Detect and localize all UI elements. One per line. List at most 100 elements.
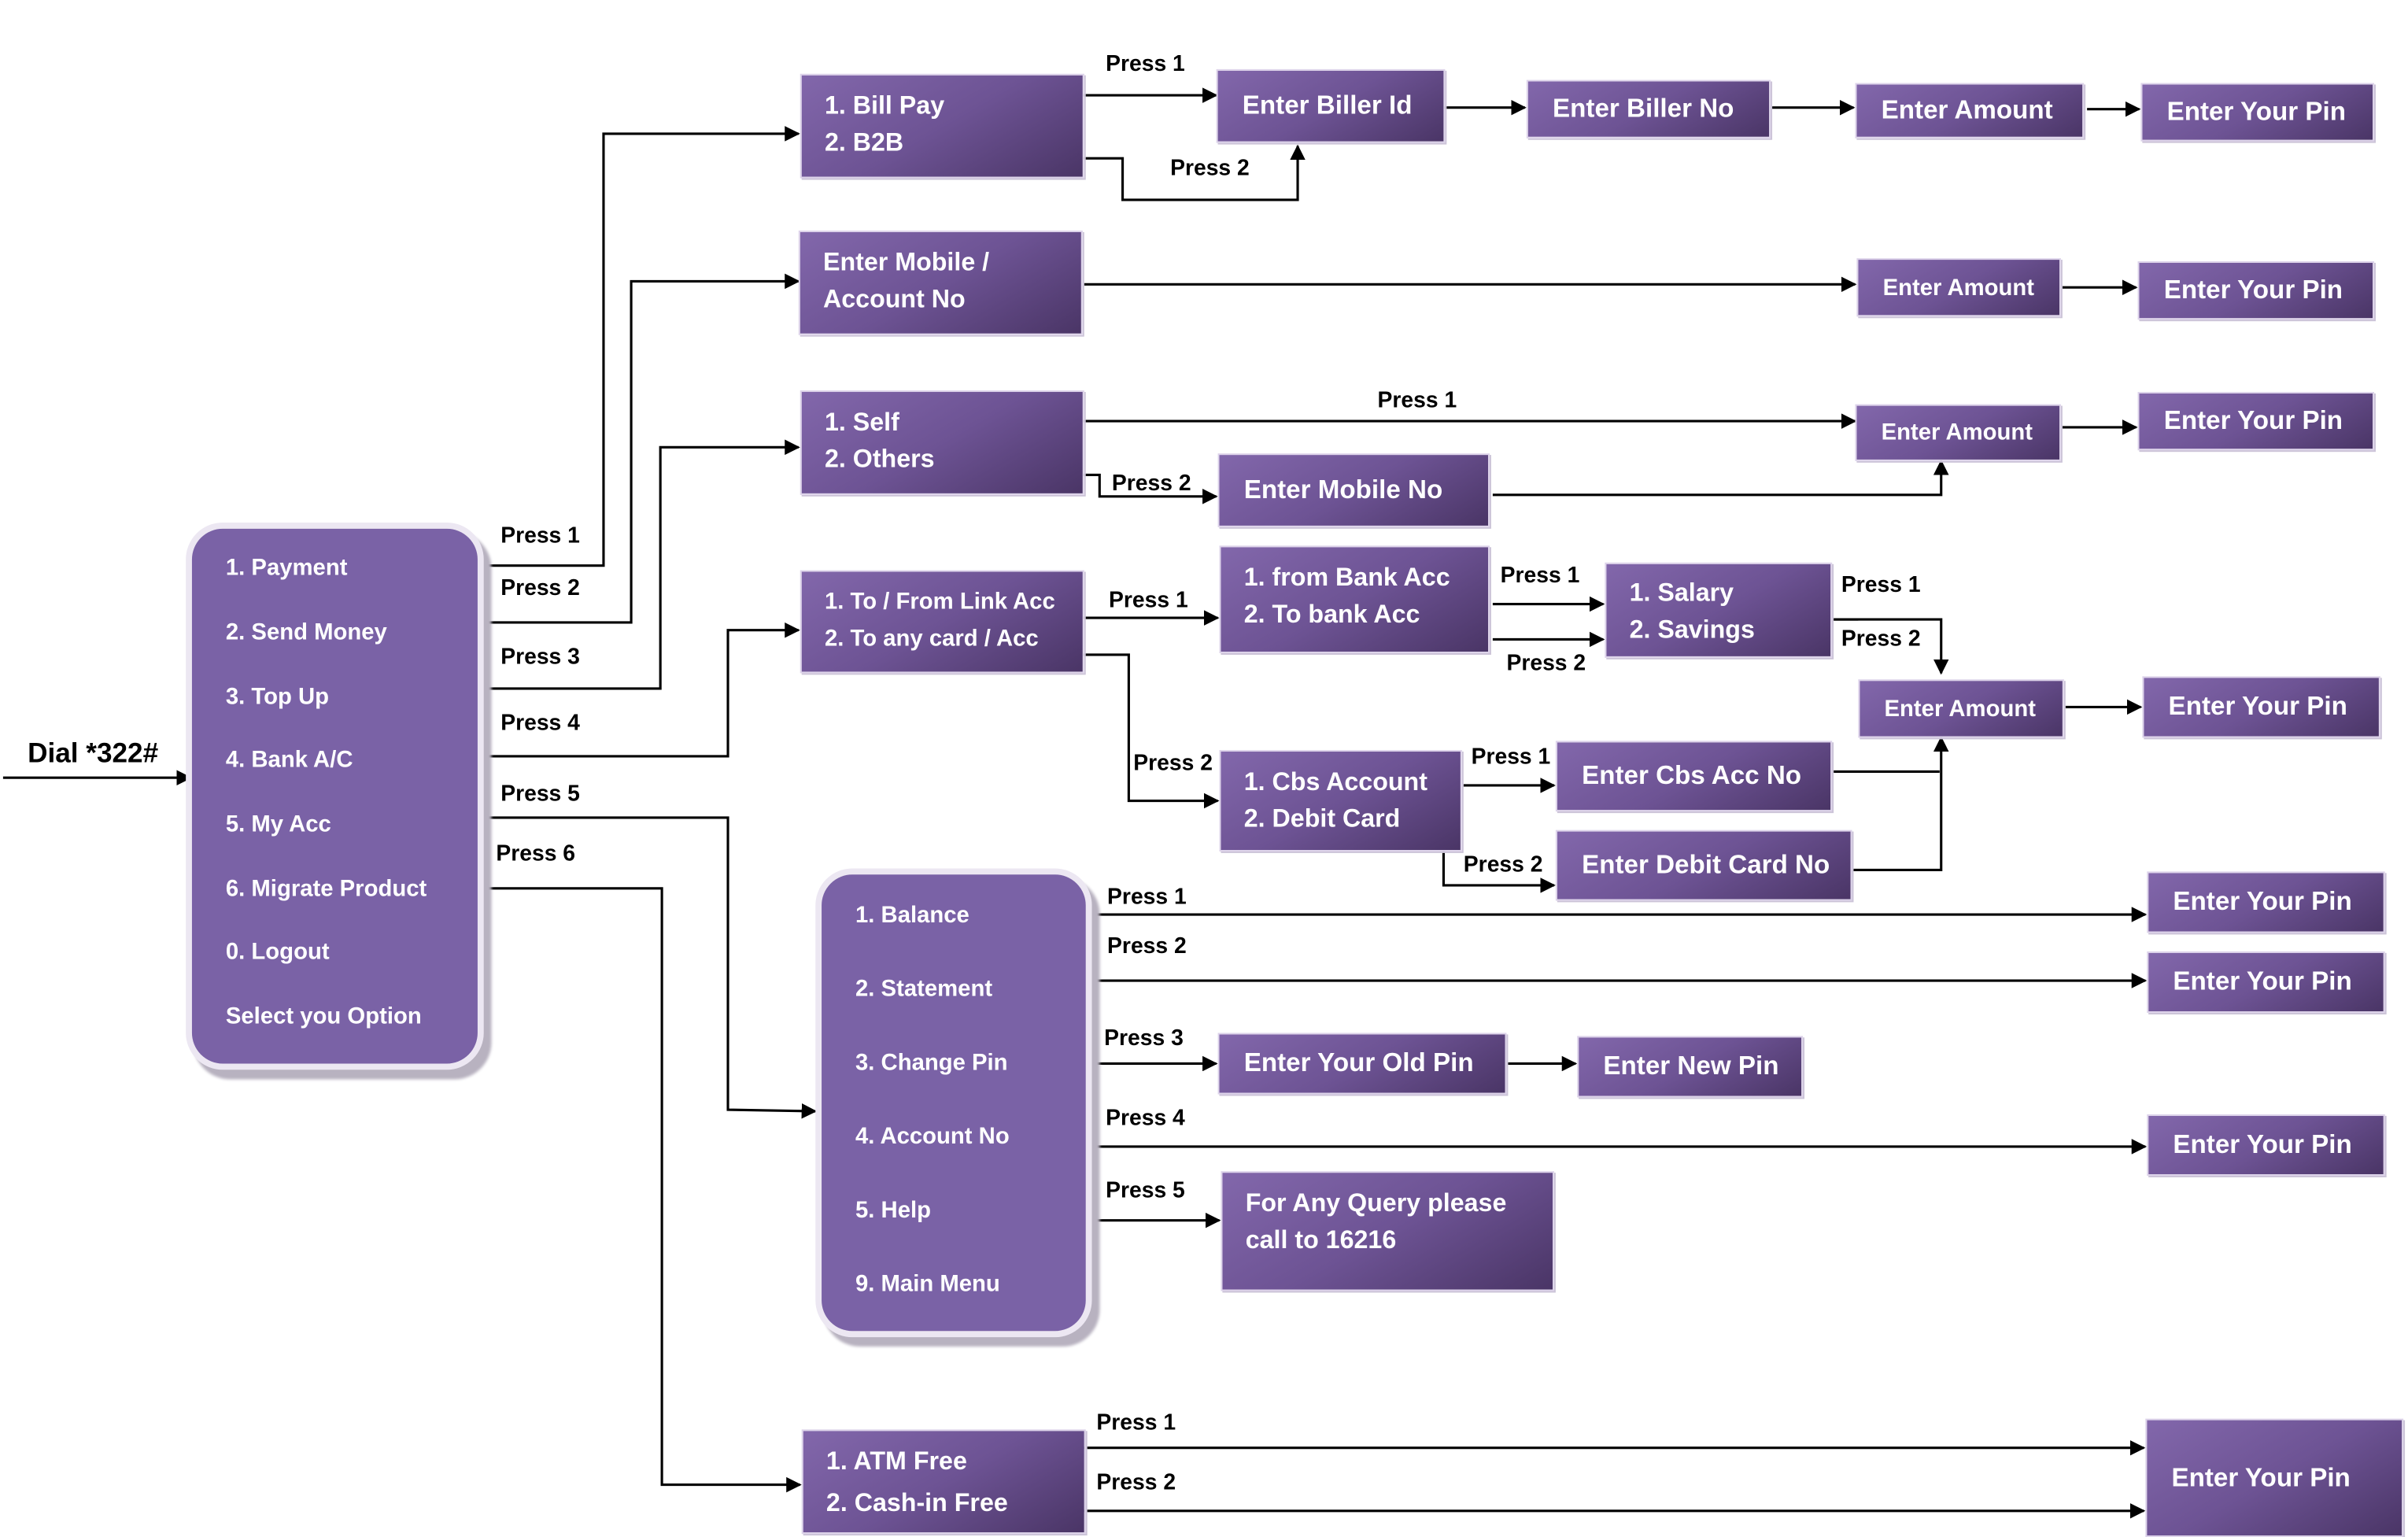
option-atm-free: 1. ATM Free (825, 1447, 967, 1476)
press-label-savings: Press 2 (1841, 626, 1921, 652)
menu-item-my-acc[interactable]: 5. My Acc (225, 811, 331, 838)
option-bill-pay: 1. Bill Pay (824, 92, 945, 120)
menu-item-logout[interactable]: 0. Logout (225, 939, 330, 966)
option-savings: 2. Savings (1629, 615, 1755, 644)
arrow-salary-press1 (1834, 618, 1949, 675)
arrow-press1-payment (475, 126, 800, 567)
link-options-box: 1. from Bank Acc 2. To bank Acc (1219, 545, 1490, 654)
dial-code-label: Dial *322# (28, 737, 159, 769)
option-link-acc: 1. To / From Link Acc (824, 588, 1055, 615)
press-label-change-pin: Press 3 (1104, 1026, 1184, 1051)
menu-item-main-menu[interactable]: 9. Main Menu (855, 1271, 1000, 1298)
press-label-b2b: Press 2 (1170, 157, 1250, 182)
pin-box-balance: Enter Your Pin (2147, 871, 2385, 933)
option-cash-in-free: 2. Cash-in Free (825, 1489, 1008, 1517)
biller-id-box: Enter Biller Id (1216, 68, 1446, 143)
press-label-top-up: Press 3 (500, 645, 580, 671)
pin-box-payment: Enter Your Pin (2140, 83, 2375, 142)
pin-box-bank: Enter Your Pin (2142, 676, 2380, 738)
option-b2b: 2. B2B (824, 128, 904, 157)
amount-box-payment: Enter Amount (1855, 83, 2085, 139)
pin-box-migrate: Enter Your Pin (2145, 1418, 2404, 1537)
arrow-others-press2 (1084, 473, 1218, 504)
press-label-link-acc: Press 1 (1109, 588, 1188, 614)
menu-item-migrate-product[interactable]: 6. Migrate Product (225, 876, 427, 903)
menu-item-account-no[interactable]: 4. Account No (855, 1123, 1010, 1150)
mobile-no-box: Enter Mobile No (1217, 453, 1490, 527)
payment-options-box: 1. Bill Pay 2. B2B (800, 73, 1084, 179)
press-label-account-no: Press 4 (1106, 1107, 1185, 1132)
bank-options-box: 1. To / From Link Acc 2. To any card / A… (800, 570, 1084, 674)
mobile-account-line-2: Account No (823, 285, 966, 313)
press-label-payment: Press 1 (500, 523, 580, 549)
arrow-press6-migrate (475, 887, 802, 1493)
option-others: 2. Others (824, 445, 935, 473)
press-label-statement: Press 2 (1107, 934, 1187, 959)
option-cbs-account: 1. Cbs Account (1243, 768, 1427, 796)
cbs-acc-box: Enter Cbs Acc No (1555, 741, 1833, 812)
amount-box-send: Enter Amount (1856, 258, 2061, 317)
my-acc-menu: 1. Balance 2. Statement 3. Change Pin 4.… (815, 868, 1092, 1338)
new-pin-box: Enter New Pin (1577, 1036, 1804, 1098)
help-text-line-2: call to 16216 (1245, 1225, 1397, 1254)
account-type-box: 1. Salary 2. Savings (1605, 562, 1833, 658)
arrow-press2-send-money (475, 273, 800, 624)
mobile-account-box: Enter Mobile / Account No (798, 230, 1083, 335)
option-self: 1. Self (824, 408, 899, 437)
old-pin-box: Enter Your Old Pin (1217, 1033, 1507, 1095)
menu-item-statement[interactable]: 2. Statement (855, 976, 993, 1003)
card-options-box: 1. Cbs Account 2. Debit Card (1219, 750, 1462, 852)
migrate-options-box: 1. ATM Free 2. Cash-in Free (801, 1429, 1086, 1535)
menu-prompt: Select you Option (225, 1003, 422, 1030)
topup-options-box: 1. Self 2. Others (800, 390, 1084, 495)
help-text-box: For Any Query please call to 16216 (1221, 1171, 1554, 1291)
press-label-cash-in-free: Press 2 (1096, 1471, 1176, 1496)
help-text-line-1: For Any Query please (1245, 1189, 1507, 1217)
press-label-my-acc: Press 5 (500, 782, 580, 807)
arrow-press4-bank (475, 622, 800, 758)
press-label-others: Press 2 (1111, 471, 1191, 497)
pin-box-topup: Enter Your Pin (2137, 392, 2375, 451)
menu-item-top-up[interactable]: 3. Top Up (225, 684, 330, 711)
option-to-bank: 2. To bank Acc (1243, 600, 1420, 628)
pin-box-send: Enter Your Pin (2137, 261, 2375, 320)
pin-box-account-no: Enter Your Pin (2147, 1114, 2385, 1177)
option-any-card: 2. To any card / Acc (824, 624, 1039, 652)
main-menu: 1. Payment 2. Send Money 3. Top Up 4. Ba… (186, 523, 484, 1070)
biller-no-box: Enter Biller No (1526, 79, 1771, 139)
amount-box-bank: Enter Amount (1858, 679, 2064, 738)
arrow-debit-card-to-amount (1852, 736, 1949, 871)
press-label-salary: Press 1 (1841, 573, 1921, 598)
arrow-debit-press2 (1442, 850, 1556, 893)
mobile-account-line-1: Enter Mobile / (823, 249, 990, 277)
press-label-atm-free: Press 1 (1096, 1410, 1176, 1436)
press-label-balance: Press 1 (1107, 885, 1187, 911)
menu-item-send-money[interactable]: 2. Send Money (225, 619, 387, 646)
press-label-debit: Press 2 (1463, 852, 1543, 878)
option-salary: 1. Salary (1629, 579, 1734, 608)
debit-card-box: Enter Debit Card No (1555, 829, 1852, 901)
press-label-send-money: Press 2 (500, 576, 580, 601)
arrow-b2b-press2 (1084, 144, 1306, 201)
menu-item-change-pin[interactable]: 3. Change Pin (855, 1049, 1008, 1077)
press-label-help: Press 5 (1106, 1178, 1185, 1204)
press-label-bill-pay: Press 1 (1106, 52, 1185, 77)
press-label-any-card: Press 2 (1133, 752, 1213, 777)
arrow-mobile-no-to-amount (1492, 459, 1949, 497)
arrow-press5-my-acc (475, 816, 818, 1119)
pin-box-statement: Enter Your Pin (2147, 951, 2385, 1014)
press-label-bank: Press 4 (500, 711, 580, 737)
press-label-cbs: Press 1 (1471, 745, 1551, 770)
press-label-from-bank: Press 1 (1500, 563, 1580, 589)
menu-item-help[interactable]: 5. Help (855, 1197, 931, 1224)
press-label-migrate: Press 6 (496, 842, 576, 867)
arrow-any-card-press2 (1084, 653, 1220, 809)
arrow-press3-top-up (475, 439, 800, 690)
menu-item-balance[interactable]: 1. Balance (855, 902, 969, 929)
option-debit-card: 2. Debit Card (1243, 804, 1401, 833)
amount-box-topup: Enter Amount (1855, 404, 2061, 461)
press-label-to-bank: Press 2 (1506, 652, 1586, 677)
menu-item-payment[interactable]: 1. Payment (225, 555, 348, 582)
menu-item-bank-ac[interactable]: 4. Bank A/C (225, 747, 353, 774)
